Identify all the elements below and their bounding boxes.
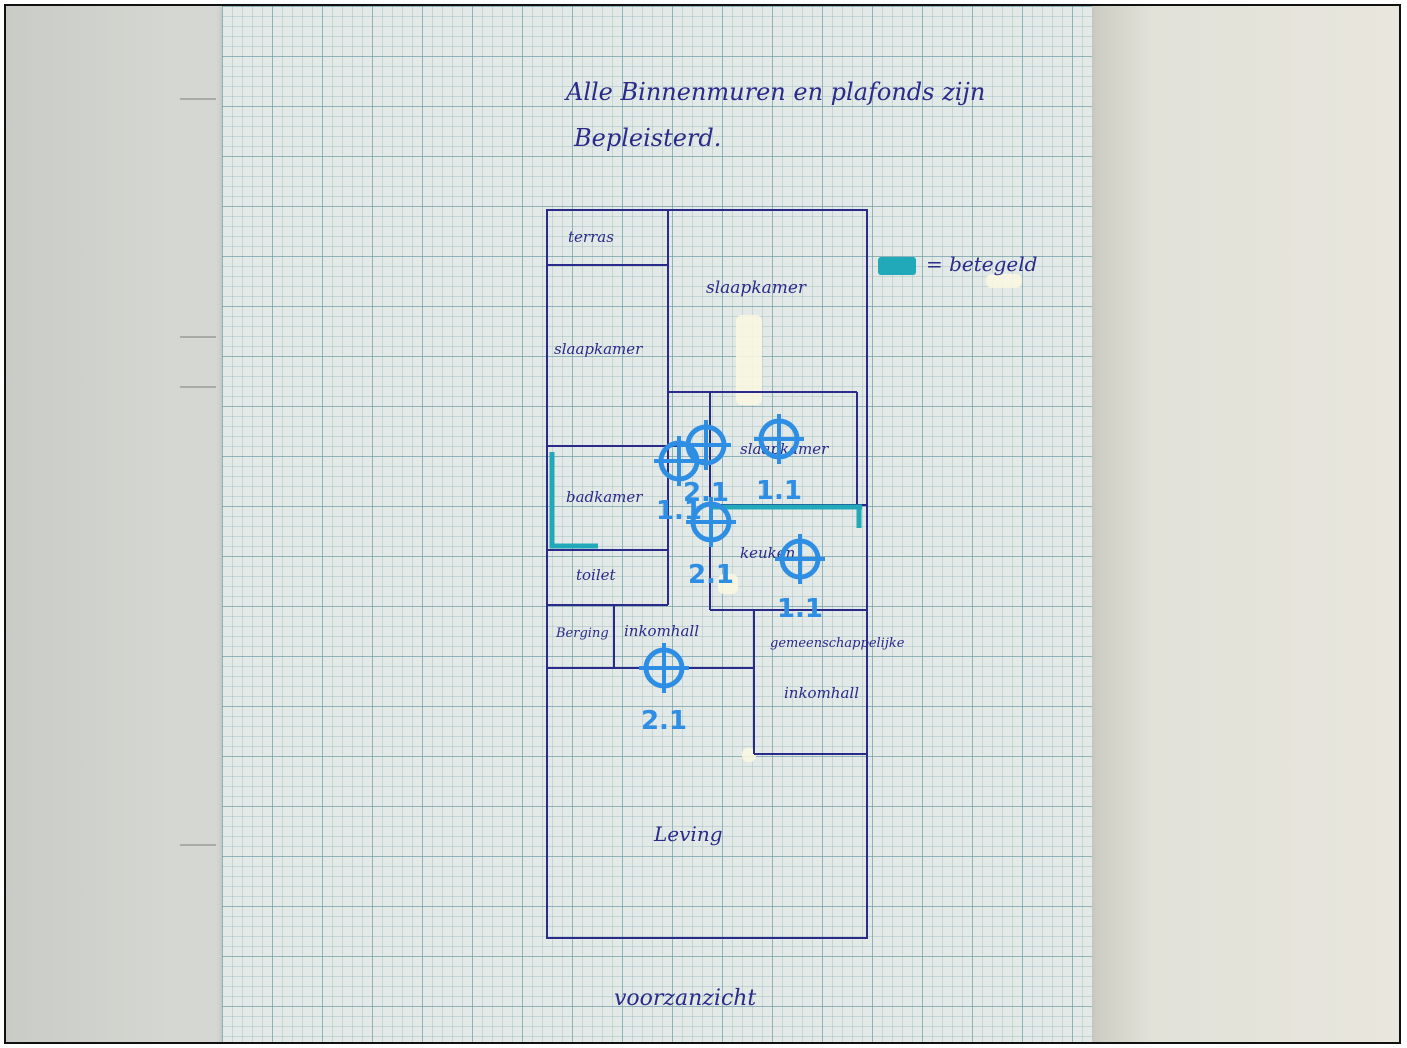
marker-label: 1.1 <box>755 476 803 506</box>
crosshair-marker[interactable] <box>652 434 706 488</box>
header-line-1: Alle Binnenmuren en plafonds zijn <box>566 78 986 106</box>
crosshair-marker[interactable] <box>752 412 806 466</box>
room-label-slaapkamer-left: slaapkamer <box>554 340 643 358</box>
graph-paper-sheet <box>222 6 1092 1042</box>
correction-stain <box>986 274 1022 288</box>
room-label-toilet: toilet <box>576 566 616 584</box>
marker-label: 2.1 <box>640 706 688 736</box>
margin-tick <box>180 844 216 846</box>
room-label-terras: terras <box>568 228 614 246</box>
room-label-gemeenschappelijke-inkomhall: inkomhall <box>784 684 859 702</box>
outer-wall <box>546 209 868 939</box>
margin-tick <box>180 386 216 388</box>
room-label-inkomhall: inkomhall <box>624 622 699 640</box>
header-line-2: Bepleisterd. <box>574 124 722 152</box>
room-label-gemeenschappelijke: gemeenschappelijke <box>770 636 905 651</box>
tiled-wall <box>549 452 598 549</box>
paper-shadow-edge <box>1092 6 1152 1042</box>
tile-legend-swatch <box>878 257 916 275</box>
tile-legend-label: = betegeld <box>926 252 1038 276</box>
room-label-slaapkamer-top: slaapkamer <box>706 278 807 298</box>
margin-tick <box>180 98 216 100</box>
crosshair-marker[interactable] <box>773 532 827 586</box>
room-label-leving: Leving <box>654 822 723 846</box>
room-label-badkamer: badkamer <box>566 488 643 506</box>
marker-label: 2.1 <box>687 560 735 590</box>
marker-label: 1.1 <box>776 594 824 624</box>
crosshair-marker[interactable] <box>684 495 738 549</box>
crosshair-marker[interactable] <box>637 641 691 695</box>
footer-caption: voorzanzicht <box>614 986 757 1011</box>
correction-stain <box>718 574 738 594</box>
correction-stain <box>742 748 756 762</box>
photo-frame <box>4 4 1401 1044</box>
correction-stain <box>736 315 762 405</box>
margin-tick <box>180 336 216 338</box>
room-label-berging: Berging <box>556 626 609 641</box>
